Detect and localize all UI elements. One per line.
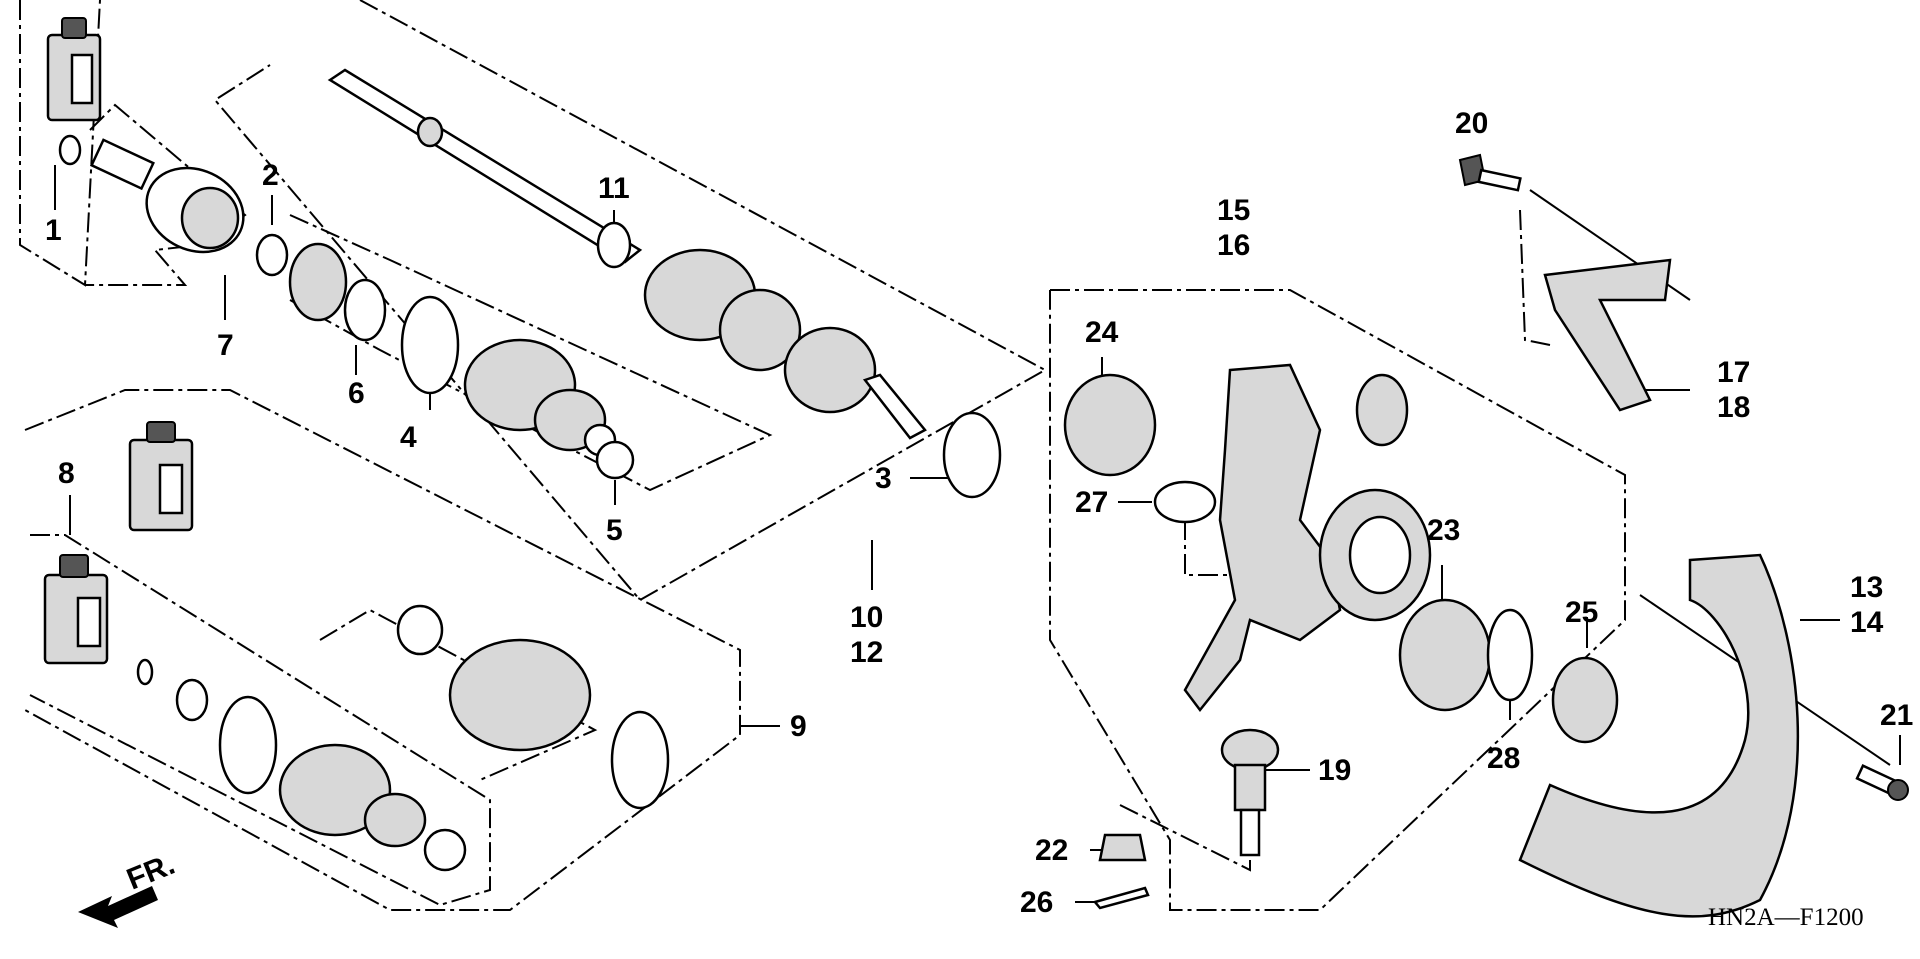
boot-band-4: [400, 295, 460, 395]
label-24: 24: [1085, 316, 1119, 349]
circlip-6: [343, 278, 387, 342]
grease-bottle-top: [46, 17, 102, 122]
outline-ball-joint: [1119, 804, 1251, 872]
bearing-23: [1398, 598, 1492, 712]
label-15: 15: [1217, 194, 1250, 227]
circlip-1: [58, 134, 82, 166]
front-direction-arrow: FR.: [78, 848, 179, 928]
drive-shaft: [327, 68, 927, 440]
outline-bracket: [1519, 209, 1551, 346]
label-5: 5: [606, 514, 623, 547]
outline-shaft-assy-10: [213, 0, 1048, 602]
label-3: 3: [875, 462, 892, 495]
outline-knuckle-group: [1049, 289, 1626, 911]
label-20: 20: [1455, 107, 1488, 140]
label-11: 11: [598, 172, 630, 205]
steering-knuckle: [1183, 363, 1432, 713]
circlip-28: [1486, 608, 1534, 702]
label-14: 14: [1850, 606, 1884, 639]
ball-joint-19: [1220, 728, 1280, 857]
seal-25: [1551, 656, 1619, 744]
group-outlines: [19, 0, 1626, 911]
disc-cover-13: [1518, 553, 1800, 918]
stop-ring-2: [255, 233, 289, 277]
grease-bottle-lower: [43, 554, 109, 665]
boot-band-3: [942, 411, 1002, 499]
label-26: 26: [1020, 886, 1053, 919]
outer-cv-joint: [89, 138, 245, 254]
label-18: 18: [1717, 391, 1750, 424]
label-23: 23: [1427, 514, 1460, 547]
label-10: 10: [850, 601, 883, 634]
boot-kit-9-parts: [136, 604, 670, 872]
bracket-17: [1543, 258, 1672, 412]
label-6: 6: [348, 377, 365, 410]
label-19: 19: [1318, 754, 1351, 787]
outline-circlip-27: [1184, 520, 1250, 576]
label-4: 4: [400, 421, 417, 454]
label-2: 2: [262, 159, 279, 192]
cotter-pin-26: [1092, 886, 1150, 910]
label-21: 21: [1880, 699, 1913, 732]
label-25: 25: [1565, 596, 1598, 629]
castle-nut-22: [1098, 833, 1147, 862]
bearing-24: [1063, 373, 1157, 477]
label-7: 7: [217, 329, 234, 362]
outline-grease-top: [19, 0, 101, 287]
inner-boot: [463, 338, 617, 457]
boot-band-5: [595, 440, 635, 480]
outline-boot-kit-upper: [289, 214, 773, 492]
label-12: 12: [850, 636, 883, 669]
outline-outer-joint-7: [85, 103, 247, 286]
diagram-code: HN2A—F1200: [1708, 904, 1864, 931]
direction-label: FR.: [122, 848, 179, 897]
outline-boot-kit-9: [24, 389, 741, 911]
label-27: 27: [1075, 486, 1108, 519]
outline-inner-kit: [29, 534, 491, 907]
bolt-20: [1458, 153, 1522, 192]
label-1: 1: [45, 214, 62, 247]
label-8: 8: [58, 457, 75, 490]
label-9: 9: [790, 710, 807, 743]
label-22: 22: [1035, 834, 1068, 867]
label-28: 28: [1487, 742, 1520, 775]
circlip-27: [1153, 480, 1217, 524]
label-16: 16: [1217, 229, 1250, 262]
part-number-labels: 1 2 3 4 5 6 7 8 9 10 11 12 13 14 15 16 1…: [45, 107, 1913, 919]
label-13: 13: [1850, 571, 1883, 604]
arrow-icon: [78, 886, 158, 928]
grease-bottle-middle: [128, 421, 194, 532]
inner-race: [288, 242, 348, 322]
bolt-21: [1855, 763, 1909, 801]
label-17: 17: [1717, 356, 1750, 389]
